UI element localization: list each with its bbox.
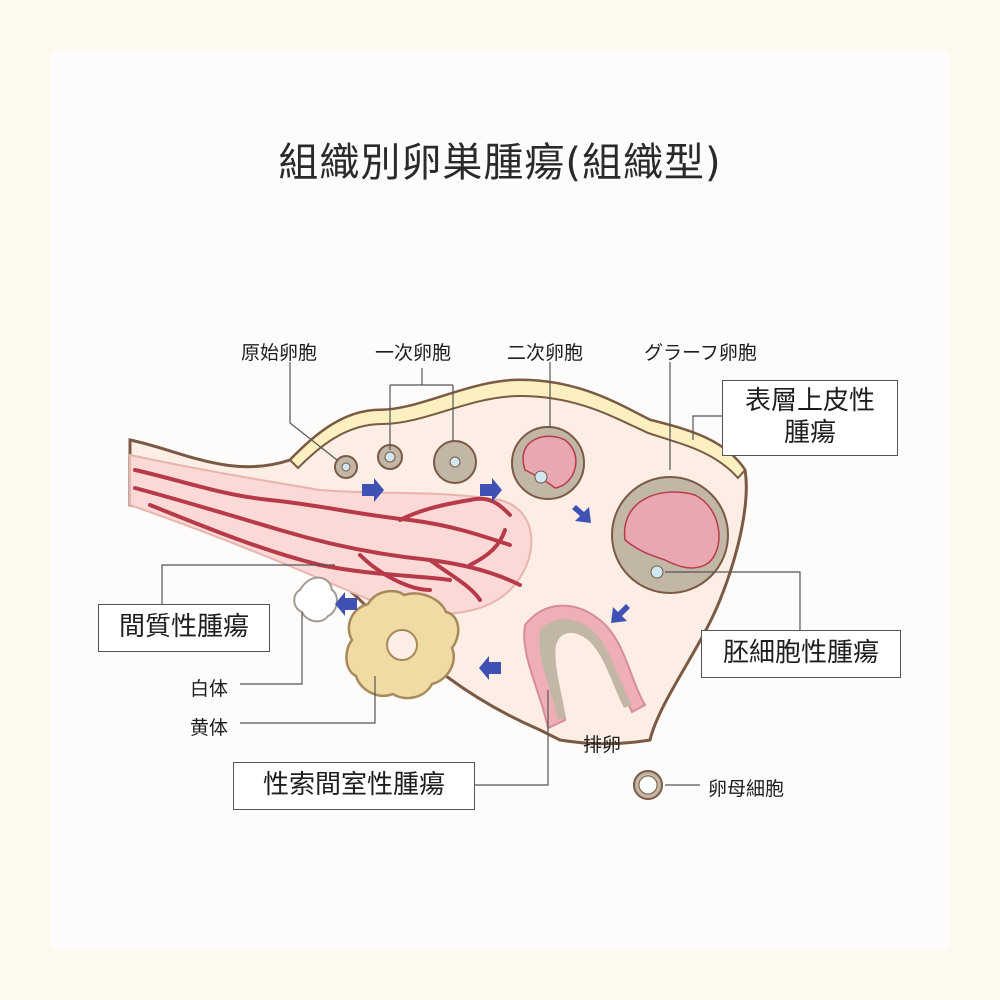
box-surface-epithelial-line2: 腫瘍 — [783, 418, 836, 448]
graafian-follicle — [611, 476, 729, 594]
box-sex-cord-stromal-tumor: 性索間室性腫瘍 — [233, 762, 475, 810]
leader-lines — [161, 362, 801, 786]
blood-vessels — [133, 468, 522, 602]
surface-epithelium — [288, 378, 747, 480]
label-graafian-follicle: グラーフ卵胞 — [644, 342, 757, 364]
label-corpus-luteum: 黄体 — [190, 717, 229, 739]
label-oocyte: 卵母細胞 — [708, 778, 785, 800]
label-primordial-follicle: 原始卵胞 — [241, 342, 318, 364]
primary-follicle-2 — [433, 440, 477, 484]
label-primary-follicle: 一次卵胞 — [375, 342, 452, 364]
cycle-arrows — [335, 478, 630, 680]
label-corpus-albicans: 白体 — [190, 678, 229, 700]
page-title: 組織別卵巣腫瘍(組織型) — [278, 140, 722, 186]
corpus-albicans — [293, 576, 338, 623]
ovulation-inner — [539, 619, 632, 720]
primordial-follicle — [334, 455, 358, 479]
secondary-follicle — [511, 426, 585, 500]
box-surface-epithelial-line1: 表層上皮性 — [744, 386, 875, 416]
box-surface-epithelial-tumor: 表層上皮性 腫瘍 — [722, 380, 898, 456]
label-secondary-follicle: 二次卵胞 — [507, 342, 584, 364]
corpus-luteum — [345, 589, 460, 700]
box-stromal-tumor: 間質性腫瘍 — [98, 604, 270, 652]
label-ovulation: 排卵 — [583, 734, 622, 756]
box-germ-cell-tumor: 胚細胞性腫瘍 — [701, 630, 901, 678]
oocyte-legend-icon — [633, 770, 663, 800]
